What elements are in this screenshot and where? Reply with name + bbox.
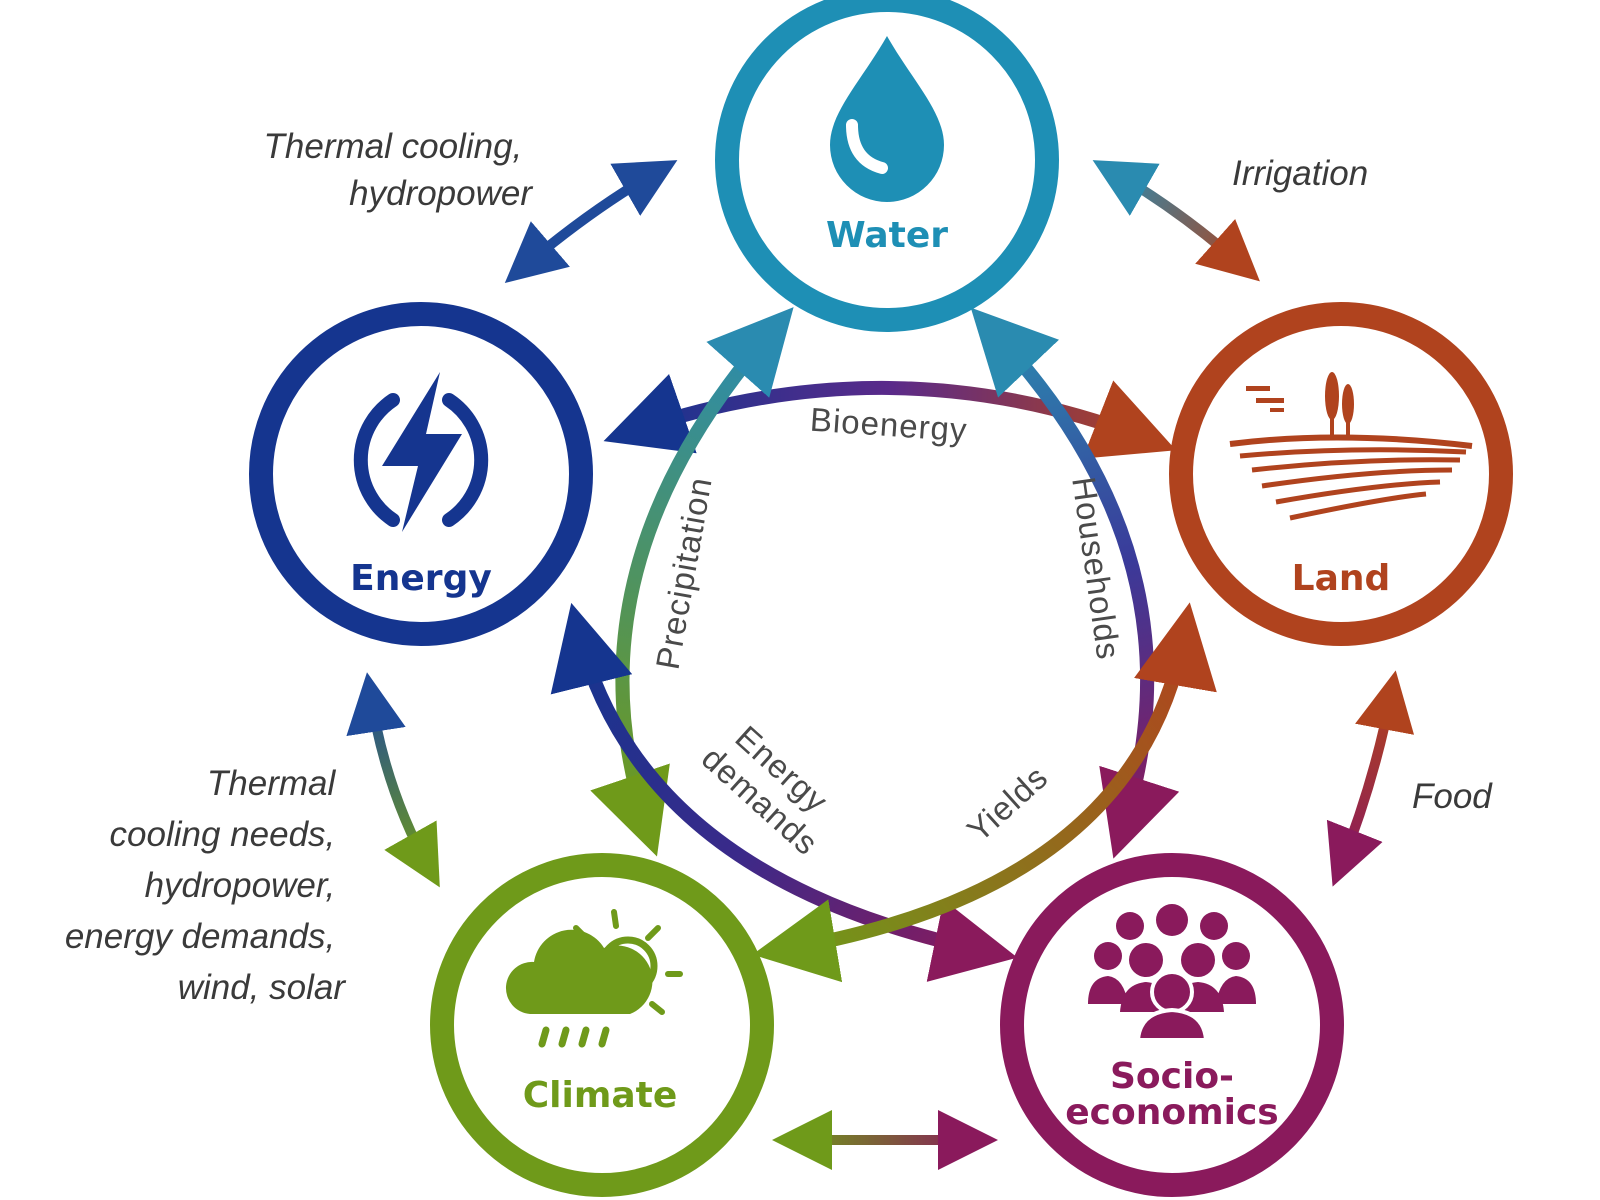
- label-yields: Yields: [960, 758, 1055, 849]
- link-land-socio: [1326, 670, 1415, 887]
- node-water: Water: [715, 0, 1059, 332]
- node-water-label: Water: [826, 215, 948, 256]
- cloud-sun-rain-icon: [505, 909, 683, 1048]
- link-energy-climate: [346, 672, 440, 888]
- node-climate-label: Climate: [523, 1075, 678, 1116]
- node-land: Land: [1169, 302, 1513, 646]
- farm-field-icon: [1229, 372, 1473, 521]
- link-yields: [752, 602, 1217, 983]
- node-socio-label-line1: Socio-: [1110, 1056, 1234, 1097]
- label-households: Households: [1065, 475, 1127, 663]
- link-water-land: [1092, 160, 1260, 282]
- label-food: Food: [1412, 777, 1493, 816]
- label-energy-climate: Thermal cooling needs, hydropower, energ…: [65, 764, 347, 1007]
- label-water-energy: Thermal cooling, hydropower: [264, 127, 534, 213]
- node-energy-label: Energy: [350, 558, 492, 599]
- label-bioenergy: Bioenergy: [809, 401, 969, 449]
- node-land-label: Land: [1292, 558, 1391, 599]
- people-group-icon: [1088, 904, 1256, 1042]
- node-socio: Socio- economics: [1000, 853, 1344, 1197]
- node-climate: Climate: [430, 853, 774, 1197]
- water-drop-icon: [830, 36, 944, 202]
- node-socio-label-line2: economics: [1065, 1092, 1278, 1133]
- link-water-energy: [504, 160, 678, 284]
- node-energy: Energy: [249, 302, 593, 646]
- label-irrigation: Irrigation: [1232, 154, 1368, 193]
- lightning-power-icon: [353, 372, 489, 532]
